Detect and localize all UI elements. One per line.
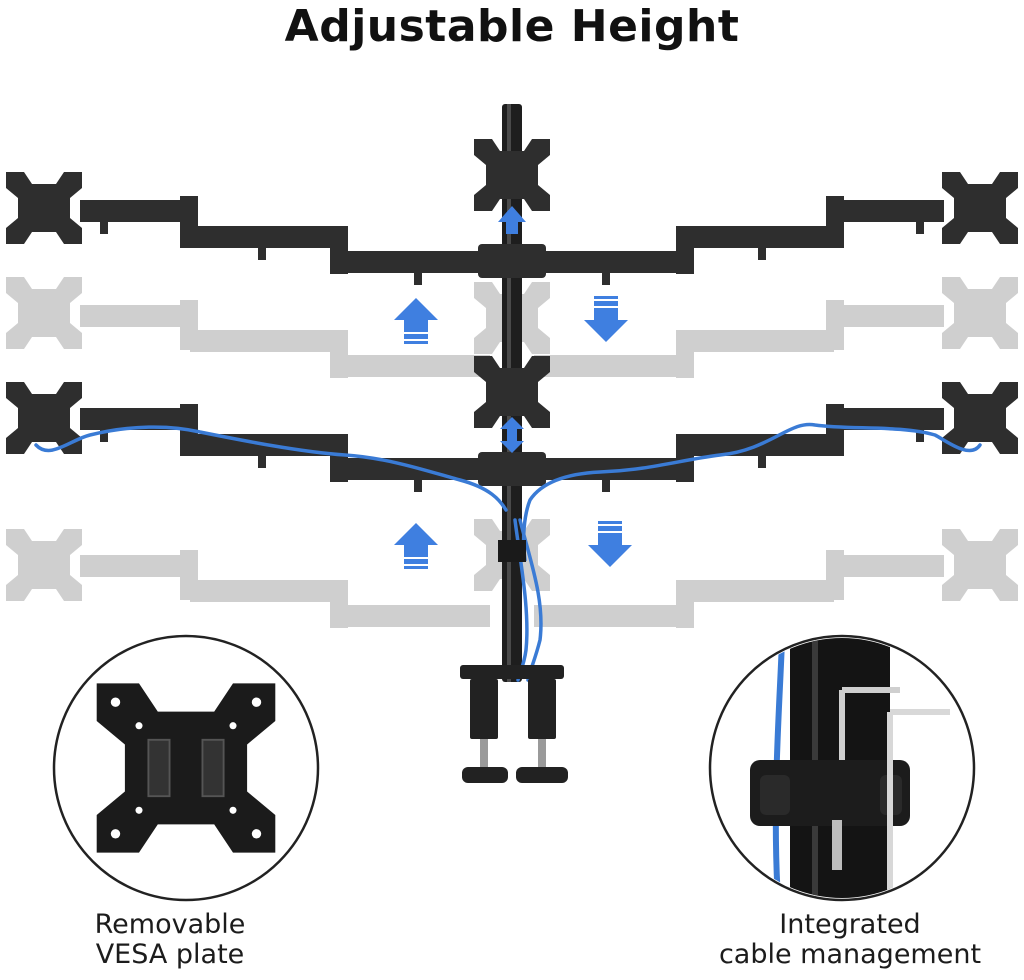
- pole-up-arrow-icon: [498, 206, 526, 234]
- page-title: Adjustable Height: [284, 1, 740, 52]
- up-arrow-icon: [394, 298, 438, 344]
- down-arrow-icon: [588, 521, 632, 567]
- ghost-arm-upper: [6, 277, 1018, 378]
- caption-line-1: Integrated: [779, 909, 921, 940]
- arm-set-top: [6, 139, 1018, 285]
- vesa-plate-caption: Removable VESA plate: [40, 910, 300, 970]
- desk-clamp: [460, 665, 568, 783]
- caption-line-2: cable management: [718, 939, 982, 970]
- cable-management-callout: [708, 634, 976, 902]
- vesa-plate-callout: [52, 634, 320, 902]
- vesa-plate-icon: [96, 683, 276, 853]
- cable-management-caption: Integrated cable management: [690, 910, 1010, 970]
- pole-updown-arrow-icon: [500, 417, 524, 453]
- caption-line-1: Removable: [94, 909, 246, 940]
- arm-set-middle: [6, 356, 1018, 492]
- down-arrow-icon: [584, 296, 628, 342]
- cable-clip-icon: [750, 638, 950, 898]
- up-arrow-icon: [394, 523, 438, 569]
- ghost-arm-lower: [6, 519, 1018, 628]
- caption-line-2: VESA plate: [95, 939, 245, 970]
- pole-cable-clip: [498, 540, 526, 562]
